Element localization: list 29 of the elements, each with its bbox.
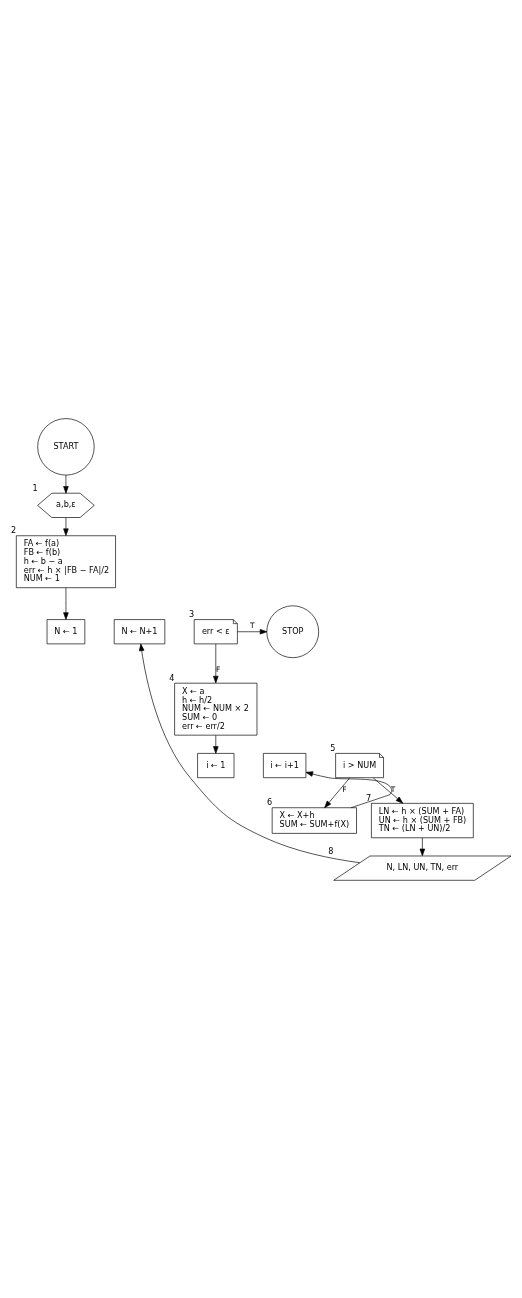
node-circle: STOP [266, 604, 320, 658]
node-box: X ← X+h SUM ← SUM+f(X) [271, 806, 357, 834]
node-circle: START [37, 417, 95, 475]
node-box: i ← i+1 [263, 752, 307, 778]
node-box: LN ← h × (SUM + FA) UN ← h × (SUM + FB) TN ← (LN + UN)/2 [371, 802, 474, 838]
arrow [213, 643, 219, 683]
arrow [63, 516, 69, 536]
arrow [139, 643, 361, 863]
arrow [305, 770, 392, 808]
node-box: i ← 1 [197, 752, 235, 778]
node-label: 3 [188, 608, 195, 619]
node-box: N ← N+1 [113, 618, 166, 644]
arrow [63, 474, 69, 494]
arrow [372, 777, 404, 803]
arrow [419, 837, 426, 856]
arrow [213, 734, 219, 754]
node-label: 6 [266, 796, 273, 807]
node-box: N ← 1 [46, 618, 86, 644]
node-label: 4 [169, 672, 175, 683]
node-label: 5 [330, 742, 336, 753]
arrow [324, 777, 351, 808]
node-label: 1 [32, 482, 38, 493]
node-box: X ← a h ← h/2 NUM ← NUM × 2 SUM ← 0 err ← err/2 [174, 682, 258, 735]
node-label: 7 [366, 792, 372, 803]
arrow [63, 586, 69, 620]
node-box: FA ← f(a) FB ← f(b) h ← b − a err ← h × |FB − FA|/2 NUM ← 1 [16, 534, 116, 588]
node-label: 8 [328, 845, 334, 856]
arrow [237, 628, 268, 634]
node-label: 2 [11, 524, 17, 535]
